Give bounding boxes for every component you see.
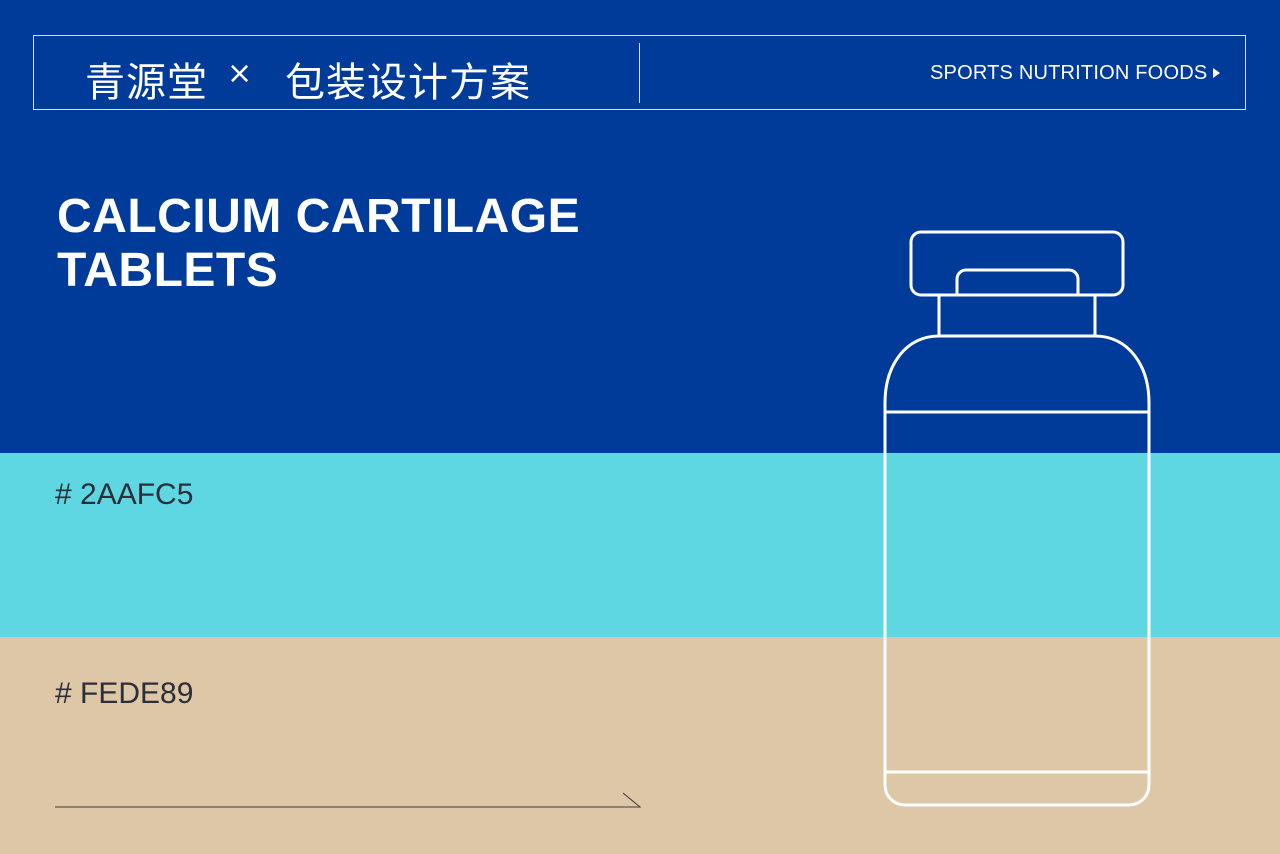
header-divider [639,43,640,103]
bottle-outline-icon [883,230,1151,807]
bottle-cap-ridge [955,268,1080,295]
bottle-body [883,334,1151,807]
arrow-line-icon [55,792,642,808]
brand-name: 青源堂 [85,60,208,106]
navy-band [0,0,1280,453]
product-title-line-2: TABLETS [57,244,279,297]
bottle-cap [909,230,1125,297]
swatch-label-cyan: # 2AAFC5 [55,478,194,511]
category-tagline: SPORTS NUTRITION FOODS [930,62,1208,84]
triangle-right-icon [1213,68,1220,78]
header-frame [33,35,1246,110]
product-title: CALCIUM CARTILAGE TABLETS [57,190,617,298]
product-title-line-1: CALCIUM CARTILAGE [57,190,581,243]
cyan-color-band [0,453,1280,637]
collaboration-separator: × [227,56,253,91]
bottle-neck [937,295,1097,336]
sand-color-band [0,637,1280,854]
swatch-label-sand: # FEDE89 [55,677,194,710]
project-title: 包装设计方案 [285,60,531,106]
